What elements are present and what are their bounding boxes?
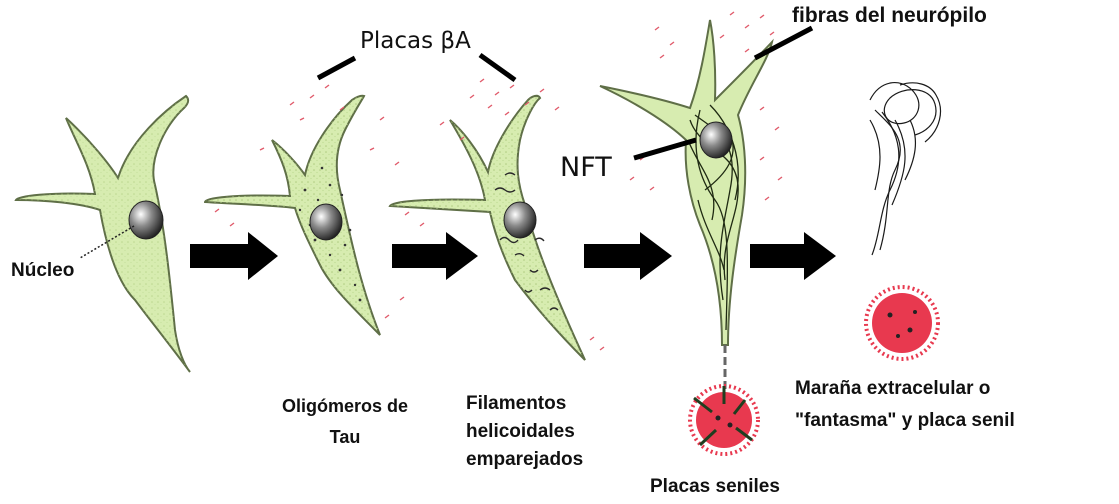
ghost-tangle	[870, 83, 940, 255]
senile-plaque-extracellular	[866, 287, 938, 359]
plaques-leader-left	[318, 58, 355, 78]
nucleus-label: Núcleo	[11, 260, 74, 282]
tau-oligomers-label: Oligómeros de Tau	[250, 396, 440, 448]
tau-oligomer-neuron	[205, 96, 380, 335]
arrow-3	[584, 232, 672, 280]
arrow-2	[392, 232, 478, 280]
nft-neuron	[600, 20, 772, 395]
senile-plaques-label: Placas seniles	[650, 476, 780, 498]
neuropil-fibers-label: fibras del neurópilo	[792, 4, 987, 28]
plaques-leader-right	[480, 55, 515, 80]
arrow-1	[190, 232, 278, 280]
ghost-tangle-label: Maraña extracelular o "fantasma" y placa…	[795, 378, 1015, 432]
senile-plaque	[690, 386, 758, 454]
phf-label: Filamentos helicoidales emparejados	[466, 393, 583, 471]
nucleus	[129, 201, 163, 239]
nft-label: NFT	[560, 152, 612, 183]
paired-helical-filament-neuron	[390, 96, 585, 360]
neuropil-leader	[755, 28, 812, 58]
plaques-ba-label: Placas βA	[360, 28, 471, 54]
arrow-4	[750, 232, 836, 280]
healthy-neuron	[16, 96, 190, 372]
